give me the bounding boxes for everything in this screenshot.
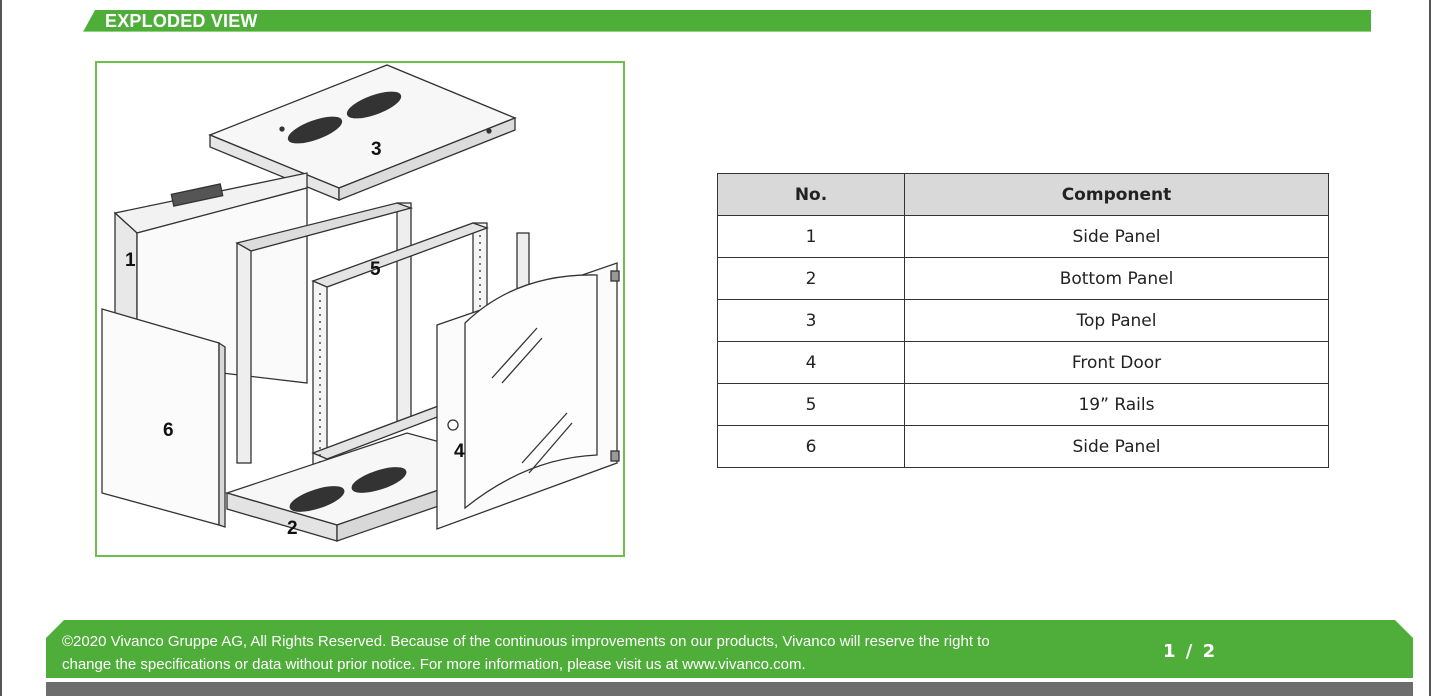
- copyright-notice: ©2020 Vivanco Gruppe AG, All Rights Rese…: [62, 630, 1052, 676]
- footer-bottom-bar: [46, 682, 1413, 696]
- callout-4: 4: [454, 441, 465, 462]
- table-row: 4 Front Door: [717, 341, 1329, 384]
- top-panel-drawing: [208, 64, 517, 201]
- table-row: 1 Side Panel: [717, 215, 1329, 258]
- cell-component: Side Panel: [904, 215, 1329, 258]
- copyright-line-2: change the specifications or data withou…: [62, 656, 806, 673]
- cell-no: 1: [717, 215, 905, 258]
- table-row: 3 Top Panel: [717, 299, 1329, 342]
- callout-6: 6: [163, 420, 174, 441]
- components-table: No. Component 1 Side Panel 2 Bottom Pane…: [717, 173, 1329, 468]
- cell-component: Front Door: [904, 341, 1329, 384]
- table-header-row: No. Component: [717, 173, 1329, 216]
- cell-component: Bottom Panel: [904, 257, 1329, 300]
- page-border-right: [1429, 0, 1431, 696]
- callout-1: 1: [125, 250, 136, 271]
- copyright-line-1: ©2020 Vivanco Gruppe AG, All Rights Rese…: [62, 633, 990, 650]
- cell-component: 19” Rails: [904, 383, 1329, 426]
- callout-3: 3: [371, 139, 382, 160]
- section-header-shape: [83, 10, 1371, 32]
- side-panel-front-drawing: [101, 308, 226, 528]
- footer-band-shape: [46, 620, 1413, 678]
- cabinet-illustration: [101, 64, 620, 542]
- section-title: EXPLODED VIEW: [105, 11, 258, 31]
- callout-5: 5: [370, 259, 381, 280]
- cell-no: 2: [717, 257, 905, 300]
- cell-component: Side Panel: [904, 425, 1329, 468]
- section-header-bar: EXPLODED VIEW: [83, 10, 1371, 32]
- front-door-drawing: [436, 262, 620, 530]
- cell-no: 4: [717, 341, 905, 384]
- cell-no: 5: [717, 383, 905, 426]
- callout-2: 2: [287, 518, 298, 539]
- cell-component: Top Panel: [904, 299, 1329, 342]
- cell-no: 3: [717, 299, 905, 342]
- page-number: 1 / 2: [1163, 641, 1216, 662]
- column-header-no: No.: [717, 173, 905, 216]
- footer-band: ©2020 Vivanco Gruppe AG, All Rights Rese…: [46, 620, 1413, 678]
- column-header-component: Component: [904, 173, 1329, 216]
- table-row: 5 19” Rails: [717, 383, 1329, 426]
- page-border-left: [0, 0, 2, 696]
- table-row: 2 Bottom Panel: [717, 257, 1329, 300]
- cell-no: 6: [717, 425, 905, 468]
- exploded-view-diagram: 3 1 5 6 4 2: [95, 61, 625, 557]
- table-row: 6 Side Panel: [717, 425, 1329, 468]
